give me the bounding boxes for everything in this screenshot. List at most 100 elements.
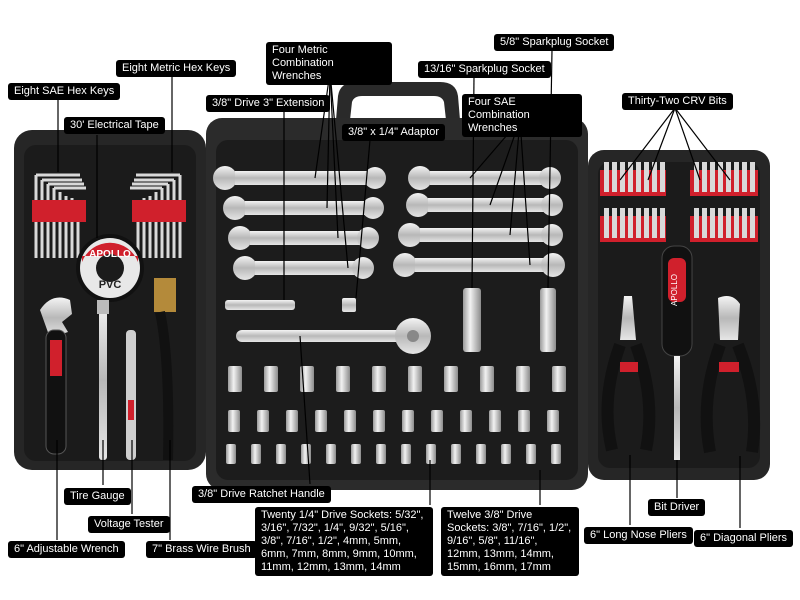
socket: [460, 410, 472, 432]
bit: [652, 162, 657, 192]
label-metric-wrenches: Four Metric Combination Wrenches: [266, 42, 392, 85]
electrical-tape: APOLLO PVC: [76, 234, 144, 302]
socket: [526, 444, 536, 464]
socket: [552, 366, 566, 392]
bit: [710, 208, 715, 238]
socket: [372, 366, 386, 392]
bit: [612, 208, 617, 238]
label-tire-gauge: Tire Gauge: [64, 488, 131, 505]
bit: [734, 162, 739, 192]
label-brass-wire-brush: 7" Brass Wire Brush: [146, 541, 257, 558]
bit: [628, 208, 633, 238]
socket: [228, 410, 240, 432]
socket: [276, 444, 286, 464]
socket: [326, 444, 336, 464]
socket: [476, 444, 486, 464]
tape-brand-text: APOLLO: [89, 249, 131, 260]
bit: [694, 162, 699, 192]
bit: [636, 162, 641, 192]
socket: [401, 444, 411, 464]
bit: [750, 208, 755, 238]
socket: [489, 410, 501, 432]
sparkplug-socket-1316: [463, 288, 481, 352]
socket: [351, 444, 361, 464]
sae-hex-keys: [32, 173, 86, 258]
label-sae-wrenches: Four SAE Combination Wrenches: [462, 94, 582, 137]
bit: [636, 208, 641, 238]
label-ratchet-handle: 3/8" Drive Ratchet Handle: [192, 486, 331, 503]
label-voltage-tester: Voltage Tester: [88, 516, 170, 533]
bit: [702, 162, 707, 192]
bit: [612, 162, 617, 192]
bit: [726, 208, 731, 238]
socket: [286, 410, 298, 432]
driver-brand-text: APOLLO: [670, 274, 679, 306]
bit: [660, 208, 665, 238]
bit: [604, 162, 609, 192]
long-nose-pliers: [601, 296, 656, 452]
sae-wrenches: [393, 166, 565, 277]
socket: [480, 366, 494, 392]
tire-gauge: [97, 300, 109, 460]
socket: [228, 366, 242, 392]
label-sparkplug-1316: 13/16" Sparkplug Socket: [418, 61, 551, 78]
diagonal-pliers: [700, 296, 761, 454]
label-drive-extension: 3/8" Drive 3" Extension: [206, 95, 331, 112]
bit: [660, 162, 665, 192]
socket-rows: [226, 366, 566, 464]
socket: [301, 444, 311, 464]
socket: [402, 410, 414, 432]
tape-pvc-text: PVC: [99, 279, 122, 291]
label-quarter-drive-sockets: Twenty 1/4" Drive Sockets: 5/32", 3/16",…: [255, 507, 433, 576]
bit: [742, 162, 747, 192]
label-bit-driver: Bit Driver: [648, 499, 706, 516]
bit: [604, 208, 609, 238]
socket: [501, 444, 511, 464]
label-adjustable-wrench: 6" Adjustable Wrench: [8, 541, 125, 558]
bit: [726, 162, 731, 192]
socket: [516, 366, 530, 392]
bit: [620, 208, 625, 238]
bit: [710, 162, 715, 192]
bit: [628, 162, 633, 192]
socket: [373, 410, 385, 432]
bit: [750, 162, 755, 192]
bit: [644, 162, 649, 192]
socket: [251, 444, 261, 464]
label-electrical-tape: 30' Electrical Tape: [64, 117, 165, 134]
leader-lines: [56, 49, 741, 540]
socket: [426, 444, 436, 464]
drive-adaptor: [342, 298, 356, 312]
socket: [264, 366, 278, 392]
label-diagonal-pliers: 6" Diagonal Pliers: [694, 530, 794, 547]
socket: [551, 444, 561, 464]
socket: [444, 366, 458, 392]
socket: [376, 444, 386, 464]
label-sae-hex-keys: Eight SAE Hex Keys: [8, 83, 121, 100]
case-handle: [336, 82, 460, 120]
bit: [734, 208, 739, 238]
metric-hex-keys: [130, 173, 186, 258]
socket: [336, 366, 350, 392]
adjustable-wrench: [40, 297, 72, 455]
socket: [315, 410, 327, 432]
socket: [257, 410, 269, 432]
bit-driver: APOLLO: [661, 245, 693, 460]
bit: [694, 208, 699, 238]
label-adaptor: 3/8" x 1/4" Adaptor: [342, 124, 445, 141]
brass-wire-brush: [154, 278, 176, 461]
metric-wrenches: [213, 166, 386, 280]
sparkplug-socket-58: [540, 288, 556, 352]
socket: [226, 444, 236, 464]
socket: [344, 410, 356, 432]
bit: [702, 208, 707, 238]
label-metric-hex-keys: Eight Metric Hex Keys: [116, 60, 237, 77]
bit: [718, 208, 723, 238]
ratchet-handle: [236, 318, 431, 354]
bit: [718, 162, 723, 192]
socket: [451, 444, 461, 464]
bit: [644, 208, 649, 238]
drive-extension: [225, 300, 295, 310]
